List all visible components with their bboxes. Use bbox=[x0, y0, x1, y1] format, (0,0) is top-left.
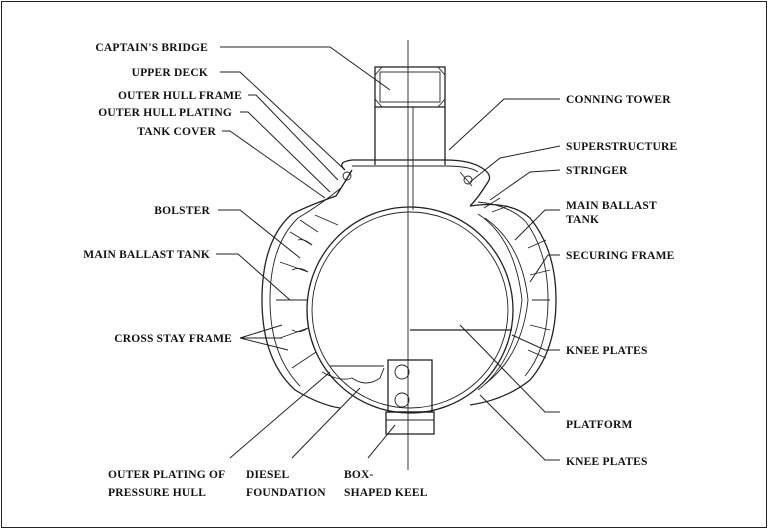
label-main-ballast-tank-right-line1: MAIN BALLAST bbox=[566, 200, 657, 212]
label-captains-bridge: CAPTAIN'S BRIDGE bbox=[95, 42, 208, 54]
pressure-hull bbox=[306, 206, 514, 414]
label-platform: PLATFORM bbox=[566, 419, 633, 431]
label-superstructure: SUPERSTRUCTURE bbox=[566, 141, 678, 153]
right-frames bbox=[477, 197, 551, 391]
label-diesel-line2: FOUNDATION bbox=[246, 487, 326, 499]
label-outer-hull-frame: OUTER HULL FRAME bbox=[118, 90, 242, 102]
label-stringer: STRINGER bbox=[566, 165, 628, 177]
label-bolster: BOLSTER bbox=[154, 205, 210, 217]
label-upper-deck: UPPER DECK bbox=[132, 67, 208, 79]
label-main-ballast-tank-left: MAIN BALLAST TANK bbox=[83, 249, 210, 261]
keel-and-foundation bbox=[321, 359, 435, 435]
conning-tower-shape bbox=[374, 66, 446, 210]
leader-lines bbox=[216, 46, 561, 461]
label-cross-stay-frame: CROSS STAY FRAME bbox=[114, 333, 232, 345]
label-outer-plating-line2: PRESSURE HULL bbox=[108, 487, 206, 499]
label-tank-cover: TANK COVER bbox=[137, 126, 216, 138]
label-diesel-line1: DIESEL bbox=[246, 469, 290, 481]
label-outer-plating-line1: OUTER PLATING OF bbox=[108, 469, 225, 481]
left-frames bbox=[276, 214, 339, 369]
label-keel-line1: BOX- bbox=[344, 469, 374, 481]
outer-hull bbox=[261, 159, 557, 409]
label-knee-plates-upper: KNEE PLATES bbox=[566, 345, 648, 357]
label-conning-tower: CONNING TOWER bbox=[566, 94, 671, 106]
label-outer-hull-plating: OUTER HULL PLATING bbox=[98, 107, 232, 119]
label-knee-plates-lower: KNEE PLATES bbox=[566, 456, 648, 468]
label-securing-frame: SECURING FRAME bbox=[566, 250, 675, 262]
label-main-ballast-tank-right-line2: TANK bbox=[566, 214, 599, 226]
label-keel-line2: SHAPED KEEL bbox=[344, 487, 428, 499]
